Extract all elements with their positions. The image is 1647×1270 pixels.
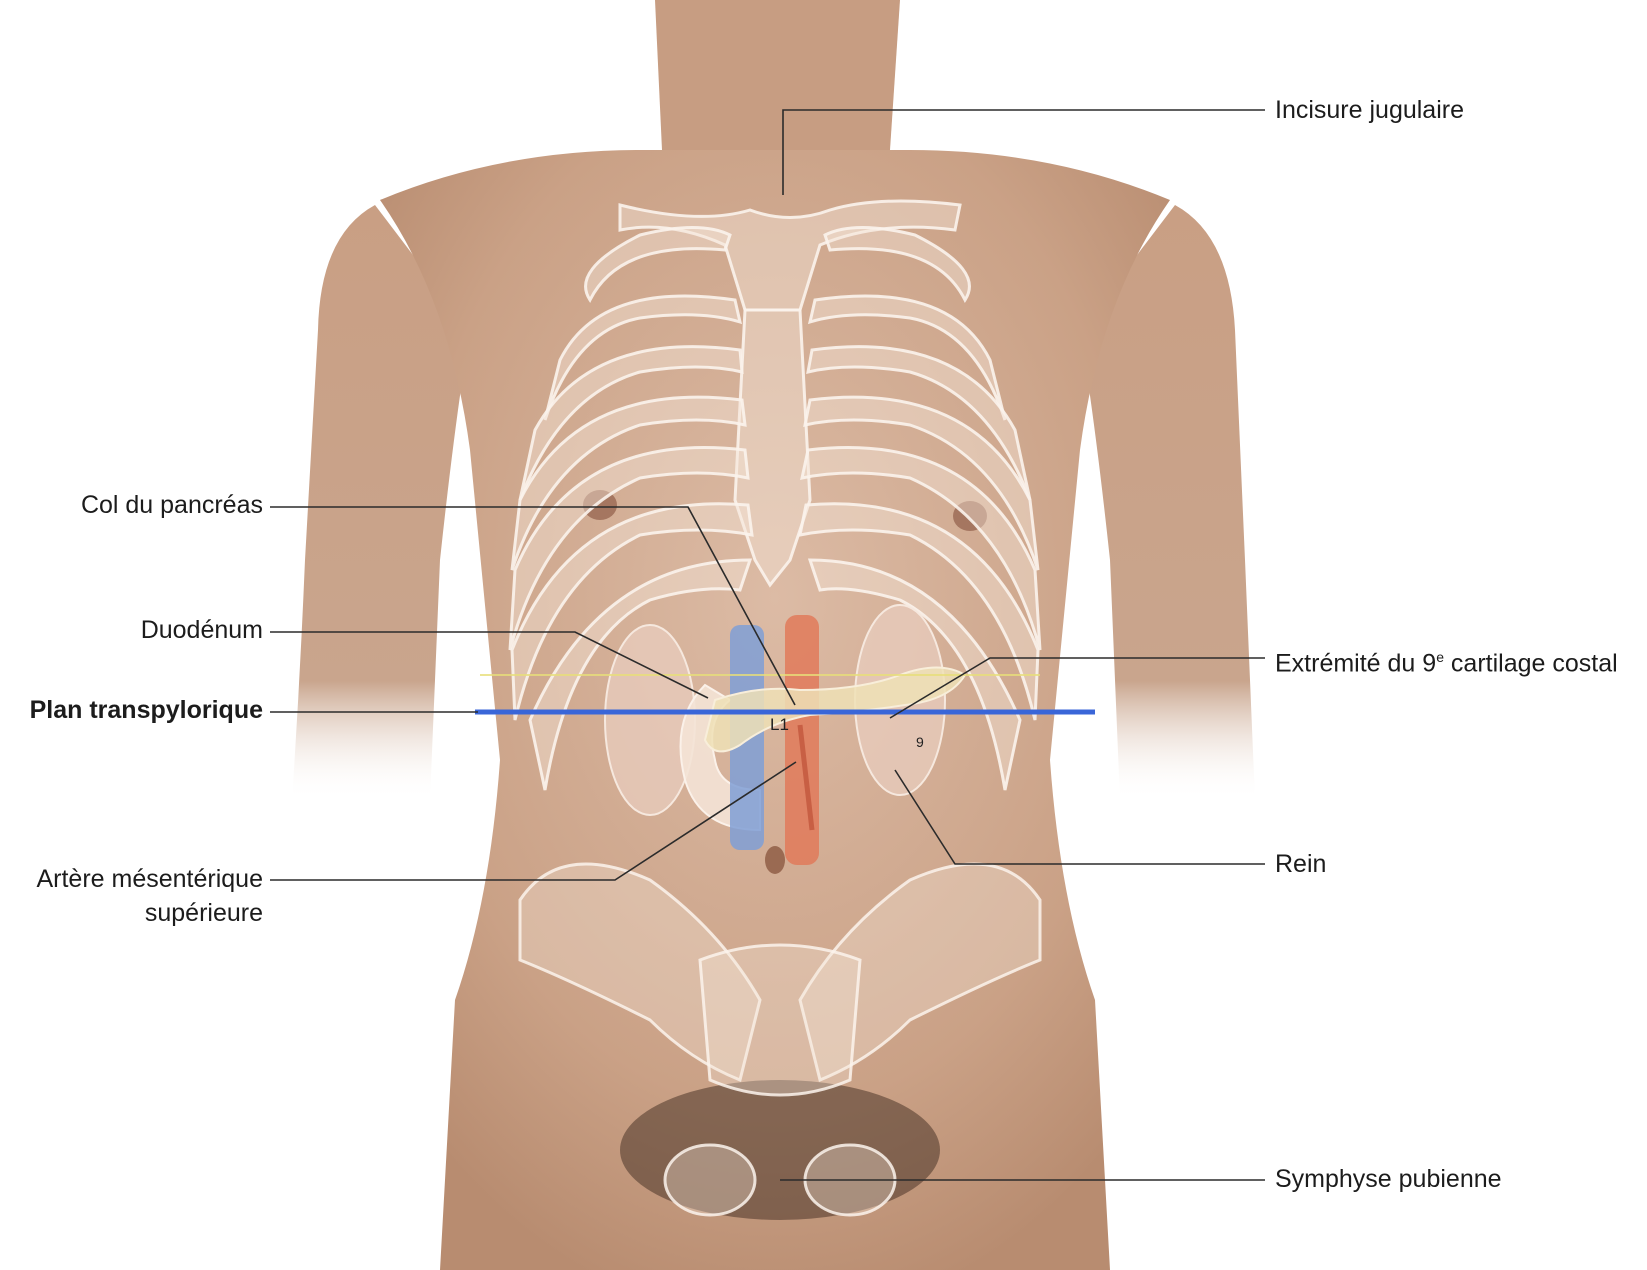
label-artere-mesenterique: Artère mésentérique supérieure <box>36 862 263 930</box>
label-plan-transpylorique: Plan transpylorique <box>30 695 263 725</box>
label-artere-line2: supérieure <box>36 896 263 930</box>
label-incisure-jugulaire: Incisure jugulaire <box>1275 95 1464 125</box>
label-extremite-9e-cartilage: Extrémité du 9e cartilage costal <box>1275 642 1618 678</box>
label-artere-line1: Artère mésentérique <box>36 862 263 896</box>
vertebra-marker: L1 <box>770 715 789 734</box>
rib-number-marker: 9 <box>916 734 924 750</box>
label-extremite-prefix: Extrémité du 9 <box>1275 649 1436 677</box>
label-symphyse-pubienne: Symphyse pubienne <box>1275 1164 1502 1194</box>
label-extremite-suffix: cartilage costal <box>1444 649 1618 677</box>
label-duodenum: Duodénum <box>141 615 263 645</box>
label-col-du-pancreas: Col du pancréas <box>81 490 263 520</box>
label-rein: Rein <box>1275 849 1326 879</box>
label-extremite-sup: e <box>1436 649 1444 665</box>
